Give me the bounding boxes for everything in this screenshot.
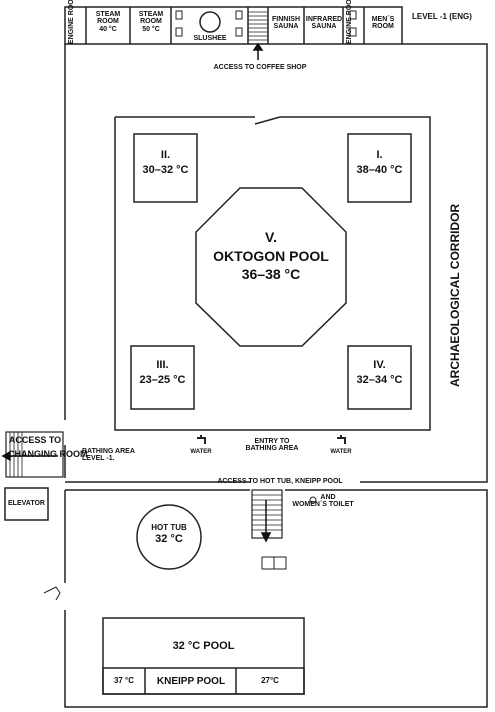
kneipp-right-temp: 27°C <box>261 676 279 685</box>
access-coffee-shop: ACCESS TO COFFEE SHOP <box>213 64 307 71</box>
kneipp-left-temp: 37 °C <box>113 676 135 685</box>
pool-ii-label: II.30–32 °C <box>142 149 189 176</box>
kneipp-label: KNEIPP POOL <box>156 676 226 687</box>
pool-iii <box>130 345 195 410</box>
oktogon-pool <box>195 187 347 347</box>
elevator-box <box>4 487 49 521</box>
coffee-arrow-icon <box>252 42 264 51</box>
slushee: SLUSHEE <box>193 35 227 42</box>
pool-i <box>347 133 412 203</box>
pool-ii <box>133 133 198 203</box>
left-arrow-icon <box>1 450 11 462</box>
hot-tub <box>136 504 202 570</box>
kneipp-pool <box>102 667 305 695</box>
water-tap-right-icon <box>337 435 346 444</box>
oktogon-label: V. OKTOGON POOL 36–38 °C <box>213 229 329 283</box>
down-arrow-icon <box>260 532 272 543</box>
pool-iv-label: IV.32–34 °C <box>356 359 403 386</box>
top-rooms-strip <box>64 6 403 45</box>
pool-i-label: I.38–40 °C <box>356 149 403 176</box>
inner-pool-area <box>114 116 431 431</box>
water-right: WATER <box>330 449 352 455</box>
archaeological-corridor: ARCHAEOLOGICAL CORRIDOR <box>448 203 462 387</box>
stairs-lower <box>251 489 283 539</box>
pool-iv <box>347 345 412 410</box>
engine-room-right: ENGINE ROOM <box>346 0 353 44</box>
engine-room-left: ENGINE ROOM <box>68 0 75 44</box>
stairs-top <box>248 11 268 41</box>
elevator-label[interactable]: ELEVATOR <box>8 500 45 507</box>
pool-iii-label: III.23–25 °C <box>139 359 186 386</box>
water-left: WATER <box>190 449 212 455</box>
level-label: LEVEL -1 (ENG) <box>412 12 472 21</box>
wheelchair-icon <box>309 496 317 504</box>
water-tap-left-icon <box>197 435 206 444</box>
pool-32-label: 32 °C POOL <box>172 640 235 652</box>
access-hot-tub: ACCESS TO HOT TUB, KNEIPP POOL <box>217 478 343 485</box>
